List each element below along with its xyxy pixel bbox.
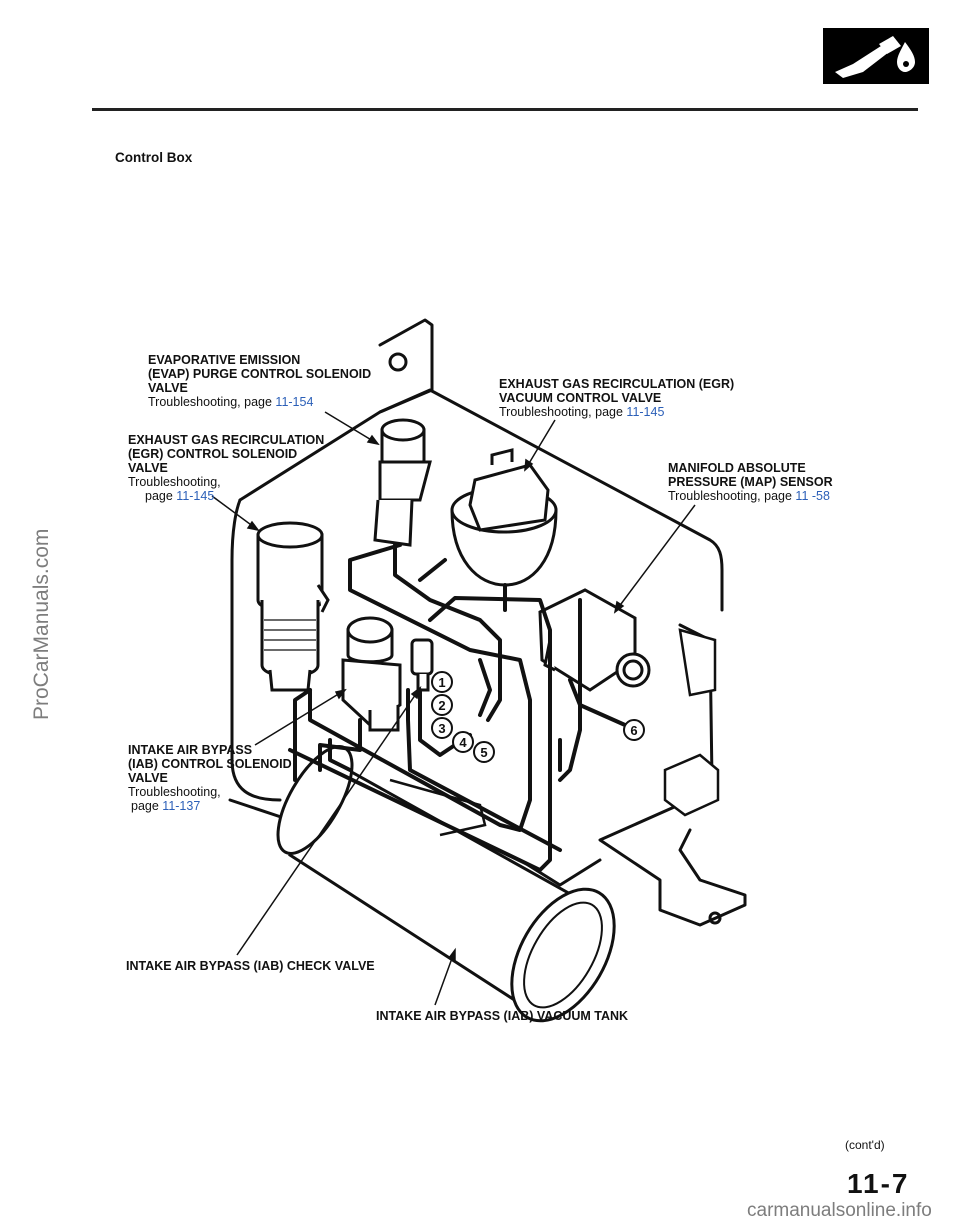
label-iab-control-solenoid: INTAKE AIR BYPASS (IAB) CONTROL SOLENOID… (128, 743, 292, 813)
page-link-11-154[interactable]: 11-154 (275, 395, 314, 409)
watermark-side: ProCarManuals.com (30, 528, 53, 720)
label-line: EXHAUST GAS RECIRCULATION (EGR) (499, 377, 735, 391)
label-egr-vacuum-control-valve: EXHAUST GAS RECIRCULATION (EGR) VACUUM C… (499, 377, 734, 419)
label-map-sensor: MANIFOLD ABSOLUTE PRESSURE (MAP) SENSOR … (668, 461, 833, 503)
watermark-bottom: carmanualsonline.info (747, 1200, 932, 1221)
ts-text: page (131, 799, 159, 813)
page-number: 11-7 (847, 1168, 910, 1199)
label-iab-vacuum-tank: INTAKE AIR BYPASS (IAB) VACUUM TANK (376, 1009, 629, 1023)
label-line: (EVAP) PURGE CONTROL SOLENOID (148, 367, 372, 381)
callout-label-1: 1 (438, 675, 445, 690)
label-line: INTAKE AIR BYPASS (128, 743, 253, 757)
label-line: (EGR) CONTROL SOLENOID (128, 447, 298, 461)
label-iab-check-valve: INTAKE AIR BYPASS (IAB) CHECK VALVE (126, 959, 375, 973)
ts-text: Troubleshooting, (128, 785, 221, 799)
callout-5 (473, 741, 495, 763)
continued-note: (cont'd) (845, 1138, 885, 1152)
label-line: VALVE (148, 381, 188, 395)
ts-text: page (145, 489, 173, 503)
label-line: EXHAUST GAS RECIRCULATION (128, 433, 325, 447)
label-egr-control-solenoid: EXHAUST GAS RECIRCULATION (EGR) CONTROL … (128, 433, 324, 503)
ts-text: Troubleshooting, page (668, 489, 792, 503)
label-evap-purge-solenoid: EVAPORATIVE EMISSION (EVAP) PURGE CONTRO… (148, 353, 371, 409)
callout-label-2: 2 (438, 698, 445, 713)
section-title: Control Box (115, 150, 193, 165)
callout-4 (452, 731, 474, 753)
callout-label-6: 6 (630, 723, 637, 738)
callout-3 (431, 717, 453, 739)
page-link-11-137[interactable]: 11-137 (162, 799, 201, 813)
label-line: MANIFOLD ABSOLUTE (668, 461, 806, 475)
page-link-11-145[interactable]: 11-145 (176, 489, 215, 503)
callout-label-5: 5 (480, 745, 487, 760)
ts-text: Troubleshooting, page (148, 395, 272, 409)
ts-text: Troubleshooting, page (499, 405, 623, 419)
label-line: EVAPORATIVE EMISSION (148, 353, 301, 367)
callout-6 (623, 719, 645, 741)
label-line: VACUUM CONTROL VALVE (499, 391, 662, 405)
page-link-11-145-b[interactable]: 11-145 (626, 405, 665, 419)
callout-label-3: 3 (438, 721, 445, 736)
label-line: (IAB) CONTROL SOLENOID (128, 757, 292, 771)
callout-1 (431, 671, 453, 693)
callout-label-4: 4 (459, 735, 467, 750)
callout-2 (431, 694, 453, 716)
label-line: PRESSURE (MAP) SENSOR (668, 475, 833, 489)
label-line: VALVE (128, 771, 168, 785)
header-rule (92, 108, 918, 111)
ts-text: Troubleshooting, (128, 475, 221, 489)
page-link-11-58[interactable]: 11 -58 (795, 489, 830, 503)
fuel-nozzle-icon (823, 28, 929, 84)
label-line: VALVE (128, 461, 168, 475)
